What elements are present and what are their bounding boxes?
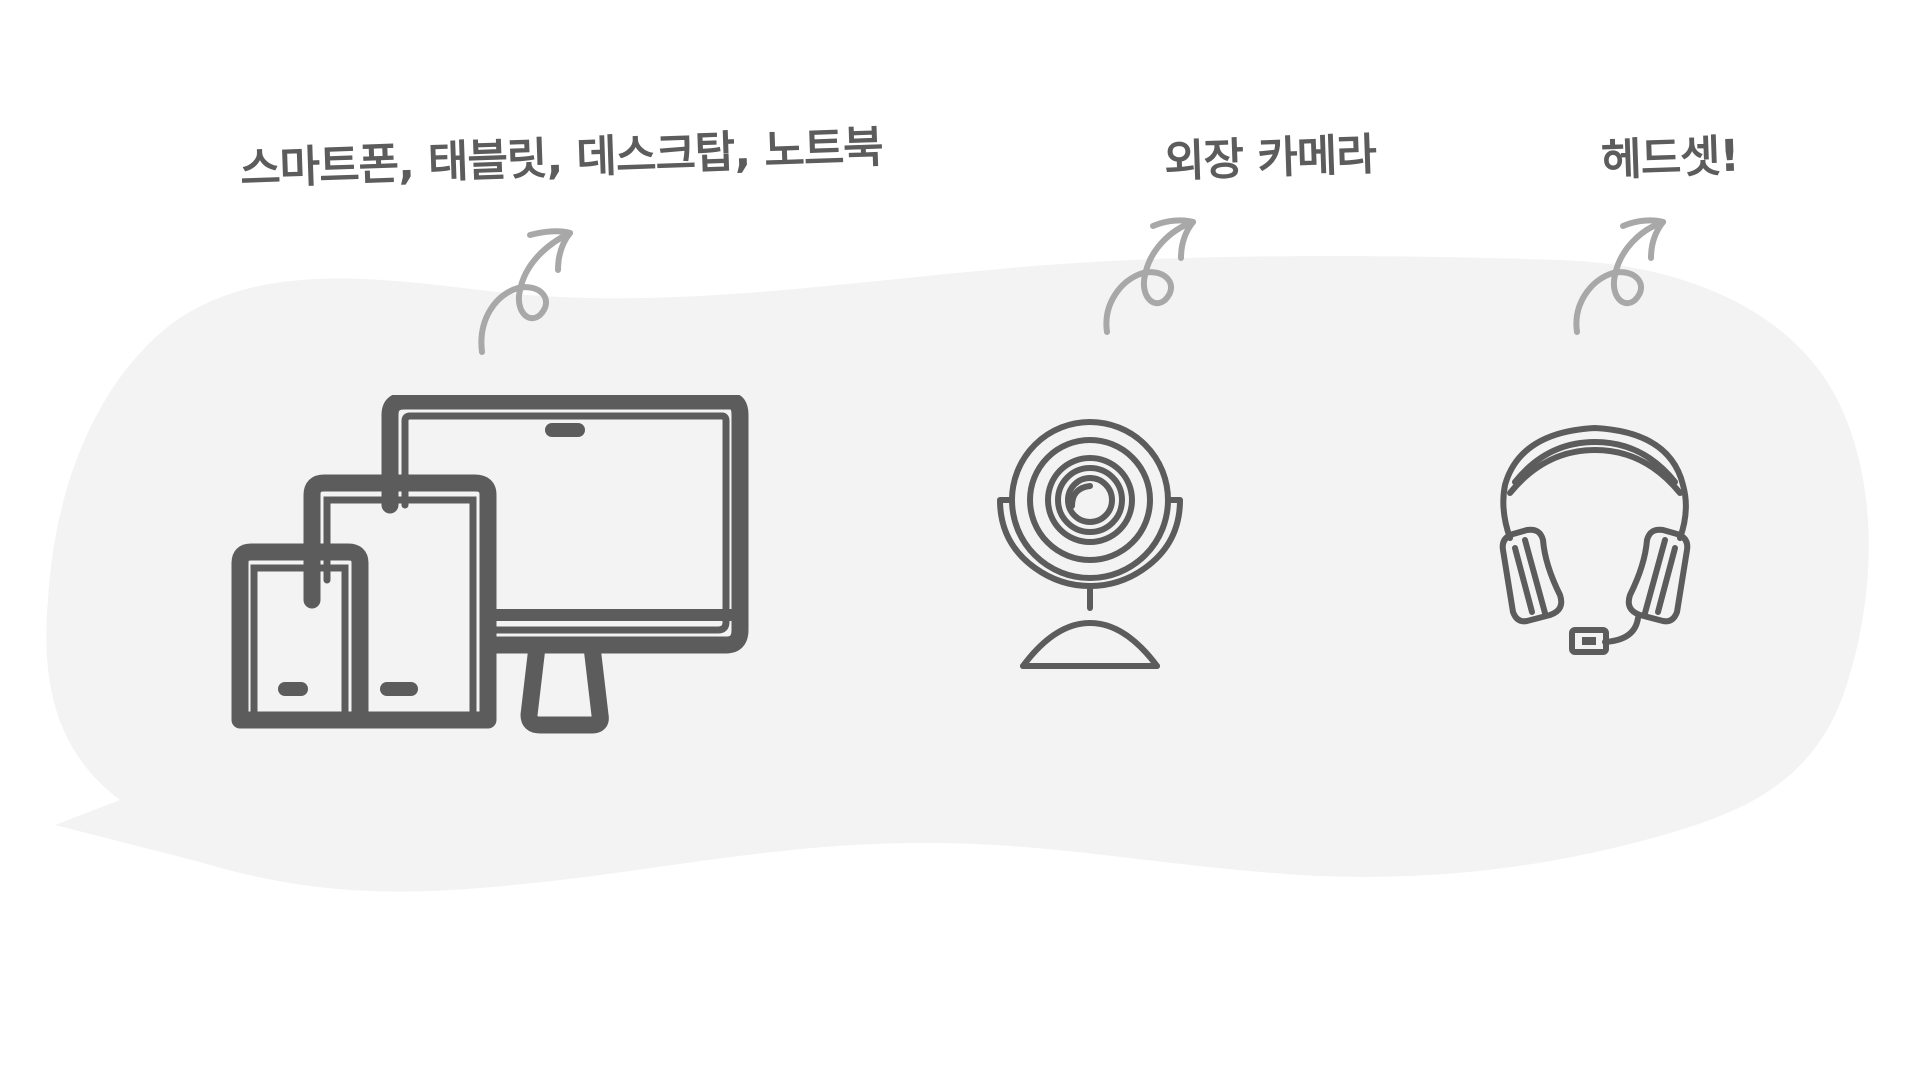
curly-arrow-icon xyxy=(1573,217,1666,335)
curly-arrow-icon xyxy=(478,228,573,355)
label-headset: 헤드셋! xyxy=(1600,130,1740,187)
curly-arrow-icon xyxy=(1103,217,1196,335)
label-external-camera: 외장 카메라 xyxy=(1163,129,1377,188)
headset-icon xyxy=(1499,425,1691,655)
webcam-icon xyxy=(997,419,1183,669)
devices-icon xyxy=(231,395,749,734)
